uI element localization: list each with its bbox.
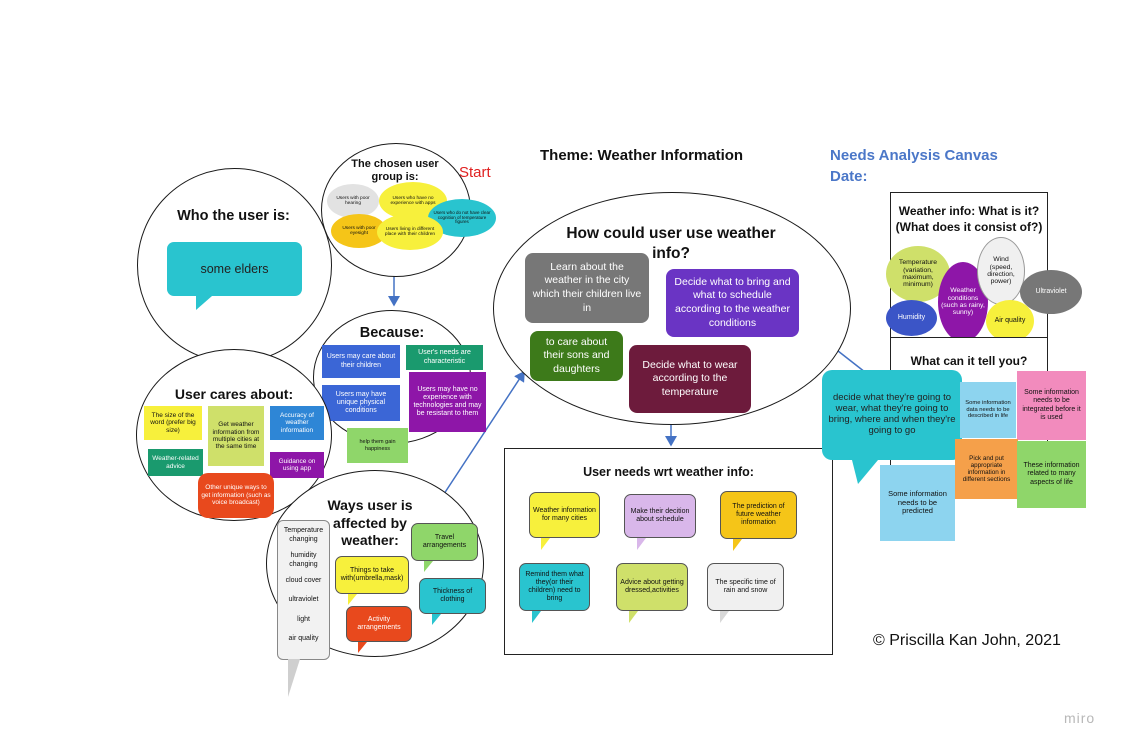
affected-item-light: light	[297, 615, 310, 623]
affected-item-temperature: Temperature changing	[283, 527, 324, 544]
cares-note-accuracy: Accuracy of weather information	[270, 406, 324, 440]
needs-bubble-prediction: The prediction of future weather informa…	[720, 491, 797, 539]
who-title: Who the user is:	[177, 208, 290, 224]
affected-list-box: Temperature changing humidity changing c…	[277, 520, 330, 660]
affected-bubble-clothing: Thickness of clothing	[419, 578, 486, 614]
needs-bubble-remind-bring-tail	[532, 611, 541, 623]
affected-bubble-things: Things to take with(umbrella,mask)	[335, 556, 409, 594]
affected-item-ultraviolet: ultraviolet	[288, 596, 319, 604]
canvas-date: Date:	[830, 168, 868, 185]
how-box-care: to care about their sons and daughters	[530, 331, 623, 381]
needs-frame	[504, 448, 833, 655]
info-title: Weather info: What is it? (What does it …	[895, 204, 1043, 235]
group-blob-different-place: Users living in different place with the…	[377, 214, 443, 250]
because-note-no-experience: Users may have no experience with techno…	[409, 372, 486, 432]
needs-bubble-many-cities: Weather information for many cities	[529, 492, 600, 538]
arrow-affected-to-how	[439, 370, 525, 501]
canvas-title: Needs Analysis Canvas	[830, 147, 998, 164]
affected-item-humidity: humidity changing	[289, 552, 318, 569]
needs-bubble-rain-snow: The specific time of rain and snow	[707, 563, 784, 611]
info-blob-air-quality: Air quality	[986, 300, 1034, 342]
cares-note-unique-ways: Other unique ways to get information (su…	[198, 473, 274, 518]
because-note-physical: Users may have unique physical condition…	[322, 385, 400, 421]
affected-item-air-quality: air quality	[288, 634, 319, 642]
tell-note-integrated: Some information needs to be integrated …	[1017, 371, 1086, 440]
affected-item-cloud: cloud cover	[285, 577, 322, 585]
tell-bubble-decide: decide what they're going to wear, what …	[822, 370, 962, 460]
because-note-happiness: help them gain happiness	[347, 428, 408, 463]
affected-title: Ways user is affected by weather:	[327, 497, 413, 548]
tell-bubble-tail	[852, 460, 878, 484]
how-title: How could user use weather info?	[566, 225, 776, 263]
who-bubble-tail	[196, 296, 212, 310]
how-box-wear: Decide what to wear according to the tem…	[629, 345, 751, 413]
cares-title: User cares about:	[174, 386, 294, 402]
info-blob-ultraviolet: Ultraviolet	[1020, 270, 1082, 314]
needs-bubble-prediction-tail	[733, 539, 742, 551]
affected-bubble-travel-tail	[424, 561, 433, 572]
affected-bubble-things-tail	[348, 594, 357, 605]
theme-title: Theme: Weather Information	[540, 147, 744, 164]
cares-note-guidance: Guidance on using app	[270, 452, 324, 478]
because-note-care-children: Users may care about their children	[322, 345, 400, 378]
tell-note-aspects: These information related to many aspect…	[1017, 441, 1086, 508]
needs-bubble-advice: Advice about getting dressed,activities	[616, 563, 688, 611]
copyright: © Priscilla Kan John, 2021	[873, 632, 1061, 649]
group-blob-hearing: Users with poor hearing	[327, 184, 379, 218]
affected-list-tail	[288, 659, 300, 697]
tell-title: What can it tell you?	[910, 354, 1028, 368]
affected-bubble-activity: Activity arrangements	[346, 606, 412, 642]
cares-note-multiple-cities: Get weather information from multiple ci…	[208, 406, 264, 466]
miro-logo: miro	[1064, 710, 1096, 726]
affected-bubble-clothing-tail	[432, 614, 441, 625]
needs-bubble-many-cities-tail	[541, 538, 550, 550]
needs-title: User needs wrt weather info:	[583, 465, 754, 479]
group-title: The chosen user group is:	[351, 158, 439, 184]
tell-note-pick-put: Pick and put appropriate information in …	[955, 439, 1018, 499]
cares-note-word-size: The size of the word (prefer big size)	[144, 406, 202, 440]
tell-note-predicted: Some information needs to be predicted	[880, 465, 955, 541]
needs-bubble-remind-bring: Remind them what they(or their children)…	[519, 563, 590, 611]
affected-bubble-travel: Travel arrangements	[411, 523, 478, 561]
affected-bubble-activity-tail	[358, 642, 367, 653]
cares-note-weather-advice: Weather-related advice	[148, 449, 203, 476]
tell-note-described: Some information data needs to be descri…	[960, 382, 1016, 438]
needs-bubble-rain-snow-tail	[720, 611, 729, 623]
needs-bubble-advice-tail	[629, 611, 638, 623]
because-title: Because:	[359, 325, 425, 341]
because-note-characteristic: User's needs are characteristic	[406, 345, 483, 370]
start-label: Start	[459, 164, 491, 181]
info-blob-wind: Wind (speed, direction, power)	[977, 237, 1025, 305]
needs-bubble-schedule: Make their decition about schedule	[624, 494, 696, 538]
who-bubble: some elders	[167, 242, 302, 296]
info-blob-humidity: Humidity	[886, 300, 937, 336]
needs-bubble-schedule-tail	[637, 538, 646, 550]
how-box-learn: Learn about the weather in the city whic…	[525, 253, 649, 323]
how-box-decide-bring: Decide what to bring and what to schedul…	[666, 269, 799, 337]
